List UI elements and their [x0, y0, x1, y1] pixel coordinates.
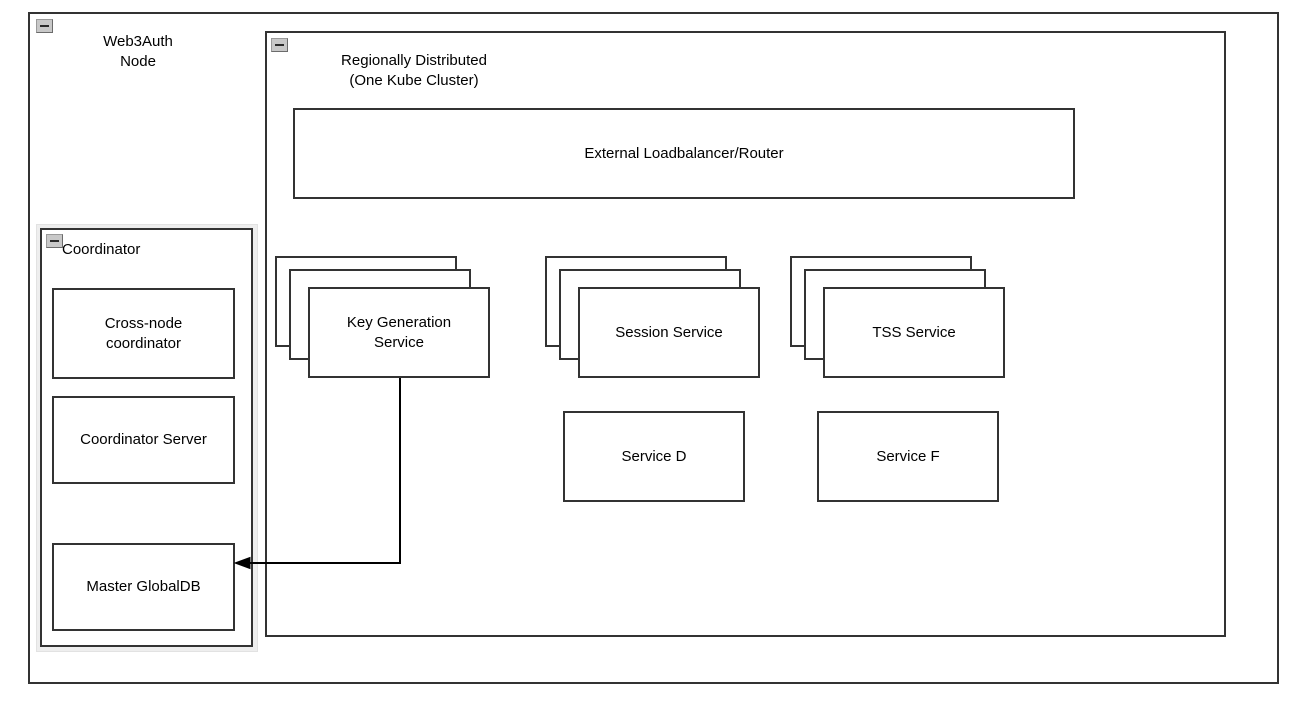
key-generation-service-replica-1[interactable]: Key Generation Service — [308, 287, 490, 378]
service-f-box[interactable]: Service F — [817, 411, 999, 502]
master-globaldb-label: Master GlobalDB — [86, 578, 201, 596]
session-service-stack[interactable]: Session Service — [545, 256, 760, 378]
kube-cluster-title: Regionally Distributed (One Kube Cluster… — [341, 52, 487, 89]
collapse-minus-icon-kube-cluster[interactable] — [271, 38, 288, 52]
service-d-label: Service D — [621, 447, 687, 465]
coordinator-server-box[interactable]: Coordinator Server — [52, 396, 235, 484]
session-service-label: Session Service — [615, 323, 723, 341]
master-globaldb-box[interactable]: Master GlobalDB — [52, 543, 235, 631]
web3auth-node-title: Web3Auth Node — [103, 33, 173, 70]
tss-service-label: TSS Service — [872, 323, 956, 341]
external-loadbalancer-box[interactable]: External Loadbalancer/Router — [293, 108, 1075, 199]
external-loadbalancer-label: External Loadbalancer/Router — [584, 144, 784, 162]
cross-node-coordinator-label: Cross-node coordinator — [104, 315, 183, 352]
tss-service-stack[interactable]: TSS Service — [790, 256, 1005, 378]
coordinator-server-label: Coordinator Server — [80, 431, 207, 449]
cross-node-coordinator-box[interactable]: Cross-node coordinator — [52, 288, 235, 379]
collapse-minus-icon-coordinator[interactable] — [46, 234, 63, 248]
service-d-box[interactable]: Service D — [563, 411, 745, 502]
key-generation-service-label: Key Generation Service — [346, 314, 452, 351]
session-service-replica-1[interactable]: Session Service — [578, 287, 760, 378]
tss-service-replica-1[interactable]: TSS Service — [823, 287, 1005, 378]
coordinator-title: Coordinator — [62, 241, 141, 258]
service-f-label: Service F — [876, 447, 940, 465]
collapse-minus-icon-web3auth-node[interactable] — [36, 19, 53, 33]
key-generation-service-stack[interactable]: Key Generation Service — [275, 256, 490, 378]
